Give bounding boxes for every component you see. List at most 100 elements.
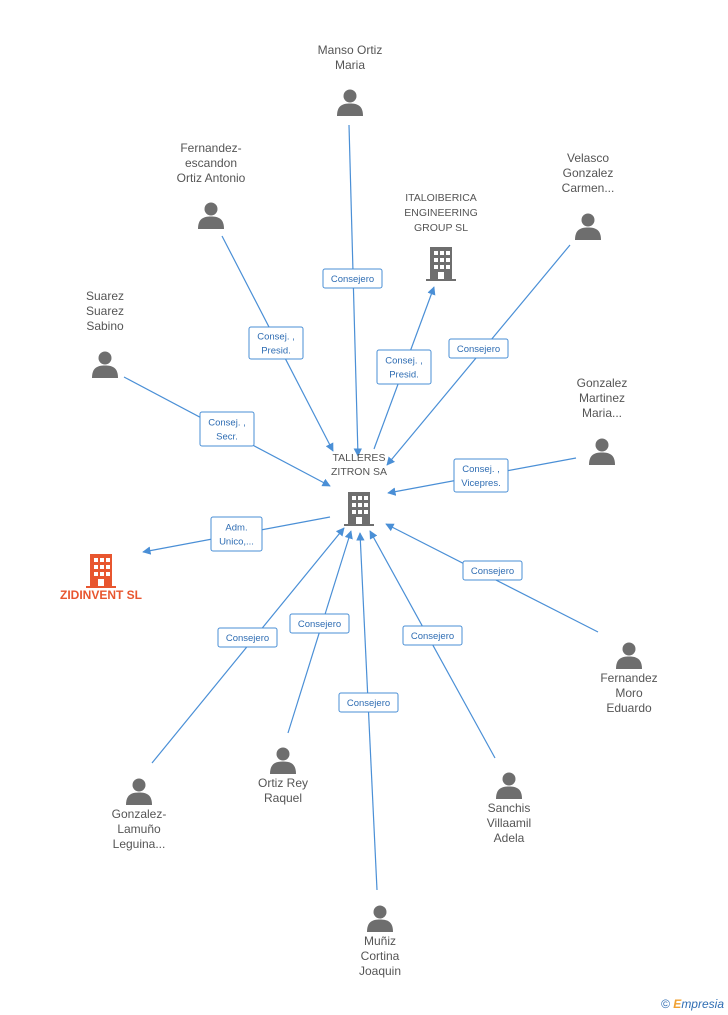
node-label: Velasco (567, 151, 609, 165)
person-icon (337, 89, 363, 116)
edge-suarez: Consej. , Secr. (123, 376, 331, 487)
edge-label-text: Presid. (389, 370, 419, 381)
edge-label-box[interactable] (338, 692, 399, 713)
node-gonzalez_mm[interactable]: GonzalezMartinezMaria... (577, 376, 628, 465)
node-label: Gonzalez (577, 376, 628, 390)
node-label: ITALOIBERICA (405, 192, 477, 204)
edge-label-box[interactable] (448, 338, 509, 359)
edge-label-box[interactable] (210, 516, 263, 552)
node-label: Gonzalez (563, 166, 614, 180)
node-label: Suarez (86, 304, 124, 318)
center-company-label: TALLERES (333, 452, 386, 464)
edge-fernandez_moro: Consejero (385, 523, 599, 633)
edge-label-box[interactable] (376, 349, 432, 385)
node-label: Muñiz (364, 934, 396, 948)
edge-label-box[interactable] (289, 613, 350, 634)
node-label: Fernandez (600, 671, 657, 685)
edge-label-text: Vicepres. (461, 478, 500, 489)
edge-label-text: Secr. (216, 432, 238, 443)
node-label: Martinez (579, 391, 625, 405)
brand-logo: Empresia (673, 997, 724, 1011)
node-label: Ortiz Antonio (177, 171, 246, 185)
node-label: Villaamil (487, 816, 531, 830)
edge-label-text: Consej. , (462, 464, 500, 475)
person-icon (575, 213, 601, 240)
person-icon (589, 438, 615, 465)
edge-label-box[interactable] (322, 268, 383, 289)
edge-fernandez_esc: Consej. , Presid. (221, 235, 334, 452)
node-label: Sabino (86, 319, 124, 333)
node-zidinvent[interactable]: ZIDINVENT SL (60, 554, 142, 602)
edge-label-box[interactable] (248, 326, 304, 360)
node-label: Maria (335, 58, 365, 72)
edge-italo: Consej. , Presid. (373, 286, 436, 450)
edge-label-text: Consejero (411, 631, 454, 642)
edge-label-text: Presid. (261, 346, 291, 357)
edge-label-box[interactable] (217, 627, 278, 648)
node-label: Adela (494, 831, 525, 845)
edge-label-text: Consejero (331, 274, 374, 285)
person-icon (92, 351, 118, 378)
edge-label-box[interactable] (453, 458, 509, 493)
node-label: Gonzalez- (112, 807, 167, 821)
edge-velasco: Consejero (386, 244, 571, 466)
node-label: Suarez (86, 289, 124, 303)
node-label: Fernandez- (180, 141, 241, 155)
node-label: Maria... (582, 406, 622, 420)
edge-label-text: Consejero (457, 344, 500, 355)
person-icon (496, 772, 522, 799)
edge-label-box[interactable] (199, 411, 255, 447)
edge-line (348, 124, 362, 457)
person-icon (367, 905, 393, 932)
node-label: Raquel (264, 791, 302, 805)
edge-label-text: Consejero (226, 633, 269, 644)
node-label: Cortina (361, 949, 400, 963)
edge-label-text: Unico,... (219, 537, 254, 548)
edge-label-box[interactable] (402, 625, 463, 646)
edge-label-text: Consejero (471, 566, 514, 577)
node-label: escandon (185, 156, 237, 170)
node-label: ZIDINVENT SL (60, 588, 142, 602)
edge-gonzalez_lam: Consejero (151, 527, 345, 764)
edge-ortiz_rey: Consejero (287, 530, 353, 734)
edge-label-text: Adm. (225, 523, 247, 534)
person-icon (198, 202, 224, 229)
edge-gonzalez_mm: Consej. , Vicepres. (387, 457, 577, 496)
edge-label-text: Consej. , (385, 356, 423, 367)
edge-label-text: Consej. , (208, 418, 246, 429)
node-label: Manso Ortiz (318, 43, 383, 57)
node-label: Carmen... (562, 181, 615, 195)
copyright-icon: © (661, 997, 670, 1011)
edge-zidinvent: Adm. Unico,... (142, 516, 331, 555)
edge-sanchis: Consejero (369, 530, 496, 759)
building-icon (426, 247, 456, 281)
node-gonzalez_lam[interactable]: Gonzalez-LamuñoLeguina... (112, 778, 167, 852)
edge-label-box[interactable] (462, 560, 523, 581)
edge-label-text: Consejero (347, 698, 390, 709)
node-velasco[interactable]: VelascoGonzalezCarmen... (562, 151, 615, 240)
person-icon (270, 747, 296, 774)
building-icon (86, 554, 116, 588)
node-label: Sanchis (488, 801, 531, 815)
node-label: ENGINEERING (404, 207, 478, 219)
edge-label-text: Consejero (298, 619, 341, 630)
edge-manso: Consejero (322, 124, 383, 457)
footer-credit: © Empresia (661, 997, 724, 1011)
edge-label-text: Consej. , (257, 332, 295, 343)
edge-muniz: Consejero (338, 532, 399, 891)
node-label: Moro (615, 686, 643, 700)
node-label: Lamuño (117, 822, 161, 836)
node-label: Leguina... (113, 837, 166, 851)
